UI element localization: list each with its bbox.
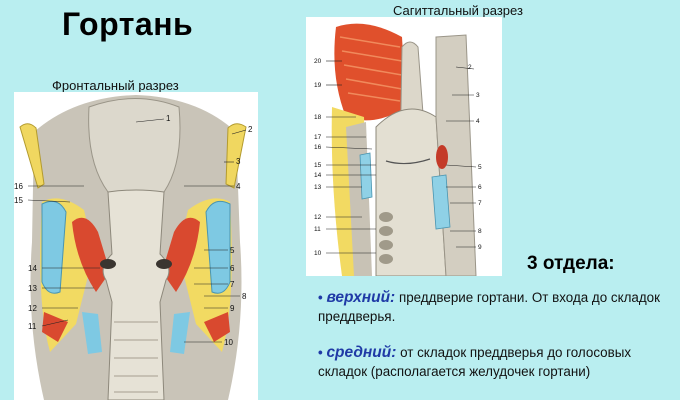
- sagittal-label-17: 17: [314, 134, 322, 141]
- frontal-label-4: 4: [236, 182, 241, 191]
- section-item-upper: • верхний: преддверие гортани. От входа …: [318, 288, 668, 326]
- sagittal-label-5: 5: [478, 164, 482, 171]
- sagittal-label-9: 9: [478, 244, 482, 251]
- section-item-middle: • средний: от складок преддверья до голо…: [318, 343, 668, 381]
- frontal-label-15: 15: [14, 196, 23, 205]
- frontal-label-14: 14: [28, 264, 37, 273]
- sagittal-label-4: 4: [476, 118, 480, 125]
- sagittal-label-8: 8: [478, 228, 482, 235]
- frontal-label-16: 16: [14, 182, 23, 191]
- sagittal-label-10: 10: [314, 250, 322, 257]
- sections-heading: 3 отдела:: [527, 253, 615, 274]
- frontal-label-11: 11: [28, 322, 37, 331]
- frontal-section-illustration: 1 2 3 4 5 6 7 8 9 10 11 12 13 14 15 16: [14, 92, 258, 400]
- sagittal-label-7: 7: [478, 200, 482, 207]
- bullet: •: [318, 290, 323, 305]
- frontal-label-7: 7: [230, 280, 235, 289]
- frontal-label-5: 5: [230, 246, 235, 255]
- section-colon: :: [390, 289, 396, 306]
- frontal-caption: Фронтальный разрез: [52, 78, 179, 93]
- section-description: от складок преддверья до голосовых склад…: [318, 345, 632, 379]
- sagittal-label-16: 16: [314, 144, 322, 151]
- sagittal-section-illustration: 2 3 4 5 6 7 8 9 10 11 12 13 14 15 16 17 …: [306, 17, 502, 276]
- section-name: верхний: [326, 289, 391, 306]
- frontal-label-12: 12: [28, 304, 37, 313]
- sagittal-label-2: 2: [468, 64, 472, 71]
- sagittal-label-6: 6: [478, 184, 482, 191]
- frontal-label-13: 13: [28, 284, 37, 293]
- frontal-label-9: 9: [230, 304, 235, 313]
- frontal-label-1: 1: [166, 114, 171, 123]
- sagittal-label-12: 12: [314, 214, 322, 221]
- section-name: средний: [326, 344, 392, 361]
- sagittal-caption: Сагиттальный разрез: [393, 3, 523, 18]
- sagittal-label-18: 18: [314, 114, 322, 121]
- frontal-label-6: 6: [230, 264, 235, 273]
- frontal-section-drawing: 1 2 3 4 5 6 7 8 9 10 11 12 13 14 15 16: [14, 95, 253, 400]
- sagittal-label-19: 19: [314, 82, 322, 89]
- sagittal-label-11: 11: [314, 226, 321, 233]
- sagittal-label-15: 15: [314, 162, 322, 169]
- frontal-label-3: 3: [236, 157, 241, 166]
- sagittal-label-14: 14: [314, 172, 322, 179]
- frontal-label-8: 8: [242, 292, 247, 301]
- sagittal-label-3: 3: [476, 92, 480, 99]
- frontal-label-10: 10: [224, 338, 233, 347]
- page-title: Гортань: [62, 6, 194, 42]
- frontal-label-2: 2: [248, 125, 253, 134]
- bullet: •: [318, 345, 323, 360]
- section-colon: :: [391, 344, 397, 361]
- sagittal-label-20: 20: [314, 58, 322, 65]
- sagittal-label-13: 13: [314, 184, 322, 191]
- sagittal-section-drawing: 2 3 4 5 6 7 8 9 10 11 12 13 14 15 16 17 …: [314, 23, 482, 276]
- section-description: преддверие гортани. От входа до складок …: [318, 290, 660, 324]
